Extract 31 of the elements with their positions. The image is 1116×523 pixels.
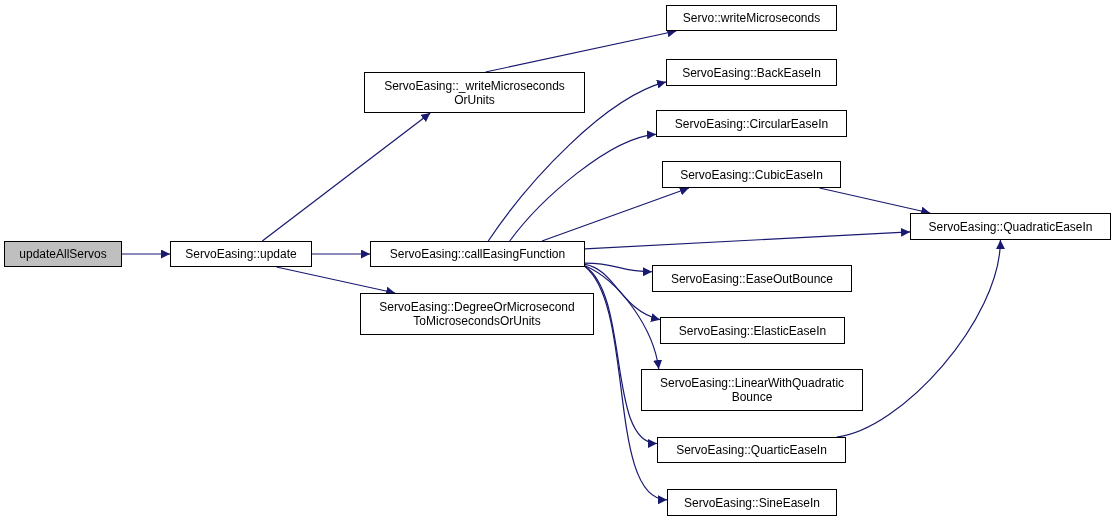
function-node: ServoEasing::update [170,241,312,267]
call-arrow [487,80,667,242]
call-arrow [509,131,657,242]
function-node: ServoEasing::DegreeOrMicrosecond ToMicrosecondsOrUnits [360,293,594,335]
call-arrow [584,262,653,277]
call-arrow [584,227,911,250]
call-arrow [584,265,662,370]
call-arrow [484,28,677,73]
call-arrow [121,249,171,259]
function-node: ServoEasing::callEasingFunction [370,241,585,267]
call-arrow [584,263,661,322]
function-node: ServoEasing::QuarticEaseIn [657,437,846,463]
function-node: ServoEasing::LinearWithQuadratic Bounce [641,369,863,411]
call-arrow [541,186,690,242]
function-node: ServoEasing::BackEaseIn [666,59,837,86]
call-arrow [275,266,396,296]
function-node: ServoEasing::EaseOutBounce [652,265,852,292]
function-node: updateAllServos [4,241,122,267]
function-node: Servo::writeMicroseconds [666,5,837,31]
function-node: ServoEasing::SineEaseIn [667,489,837,516]
function-node: ServoEasing::QuadraticEaseIn [910,213,1111,240]
call-arrow [835,239,1005,438]
function-node: ServoEasing::_writeMicroseconds OrUnits [364,72,585,113]
call-arrow [584,265,668,502]
function-node: ServoEasing::CubicEaseIn [662,161,841,188]
call-arrow [261,112,431,242]
call-arrow [311,249,371,259]
call-arrow [584,265,658,446]
function-node: ServoEasing::CircularEaseIn [656,110,847,137]
call-arrow [818,187,931,216]
function-node: ServoEasing::ElasticEaseIn [660,317,845,344]
